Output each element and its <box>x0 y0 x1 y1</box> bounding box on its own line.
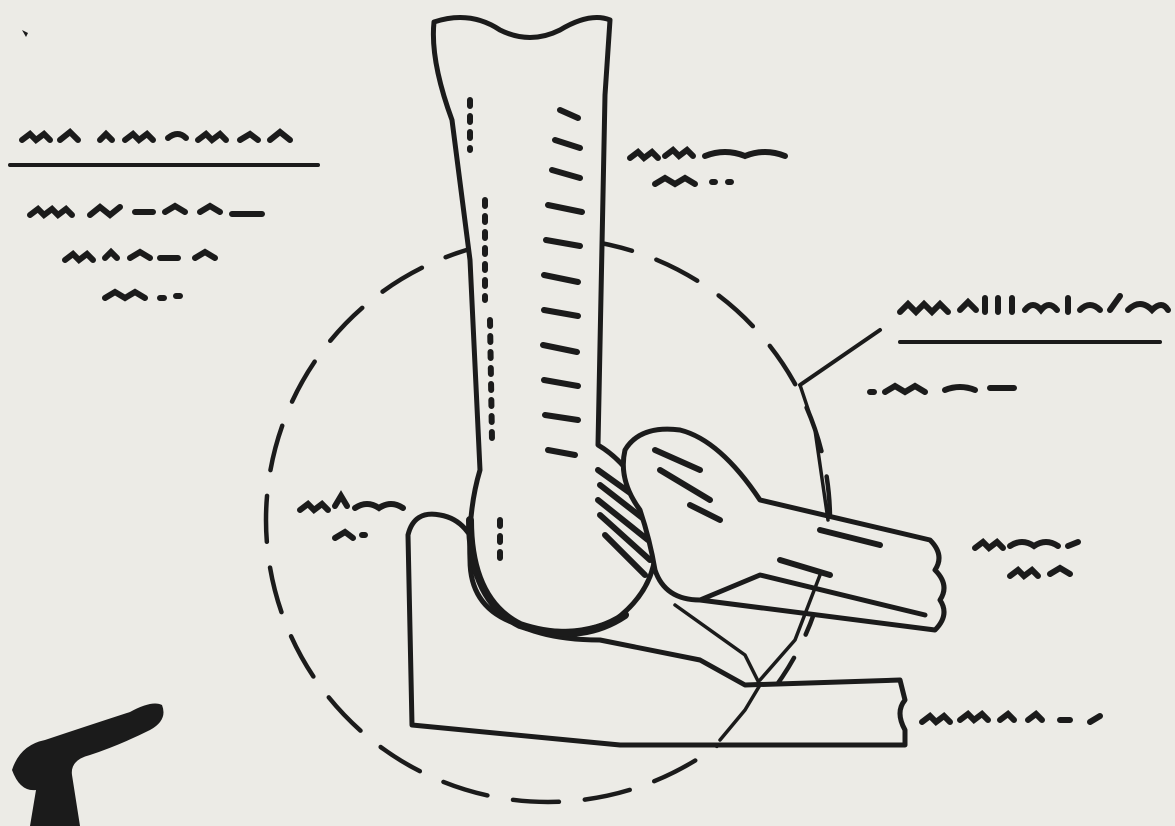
top-left-heading-scribble <box>10 132 318 165</box>
right-heading-scribble <box>870 296 1168 392</box>
right-top-label-scribble <box>630 150 785 184</box>
bottom-left-dark-object <box>12 704 164 826</box>
leader-line-2 <box>800 385 828 520</box>
right-mid-label-scribble <box>975 542 1078 576</box>
left-mid-label-scribble <box>300 496 403 538</box>
top-left-note-scribble <box>30 206 262 298</box>
leader-line <box>800 330 880 385</box>
right-bottom-label-scribble <box>922 714 1100 722</box>
bottom-left-dot <box>22 30 28 37</box>
